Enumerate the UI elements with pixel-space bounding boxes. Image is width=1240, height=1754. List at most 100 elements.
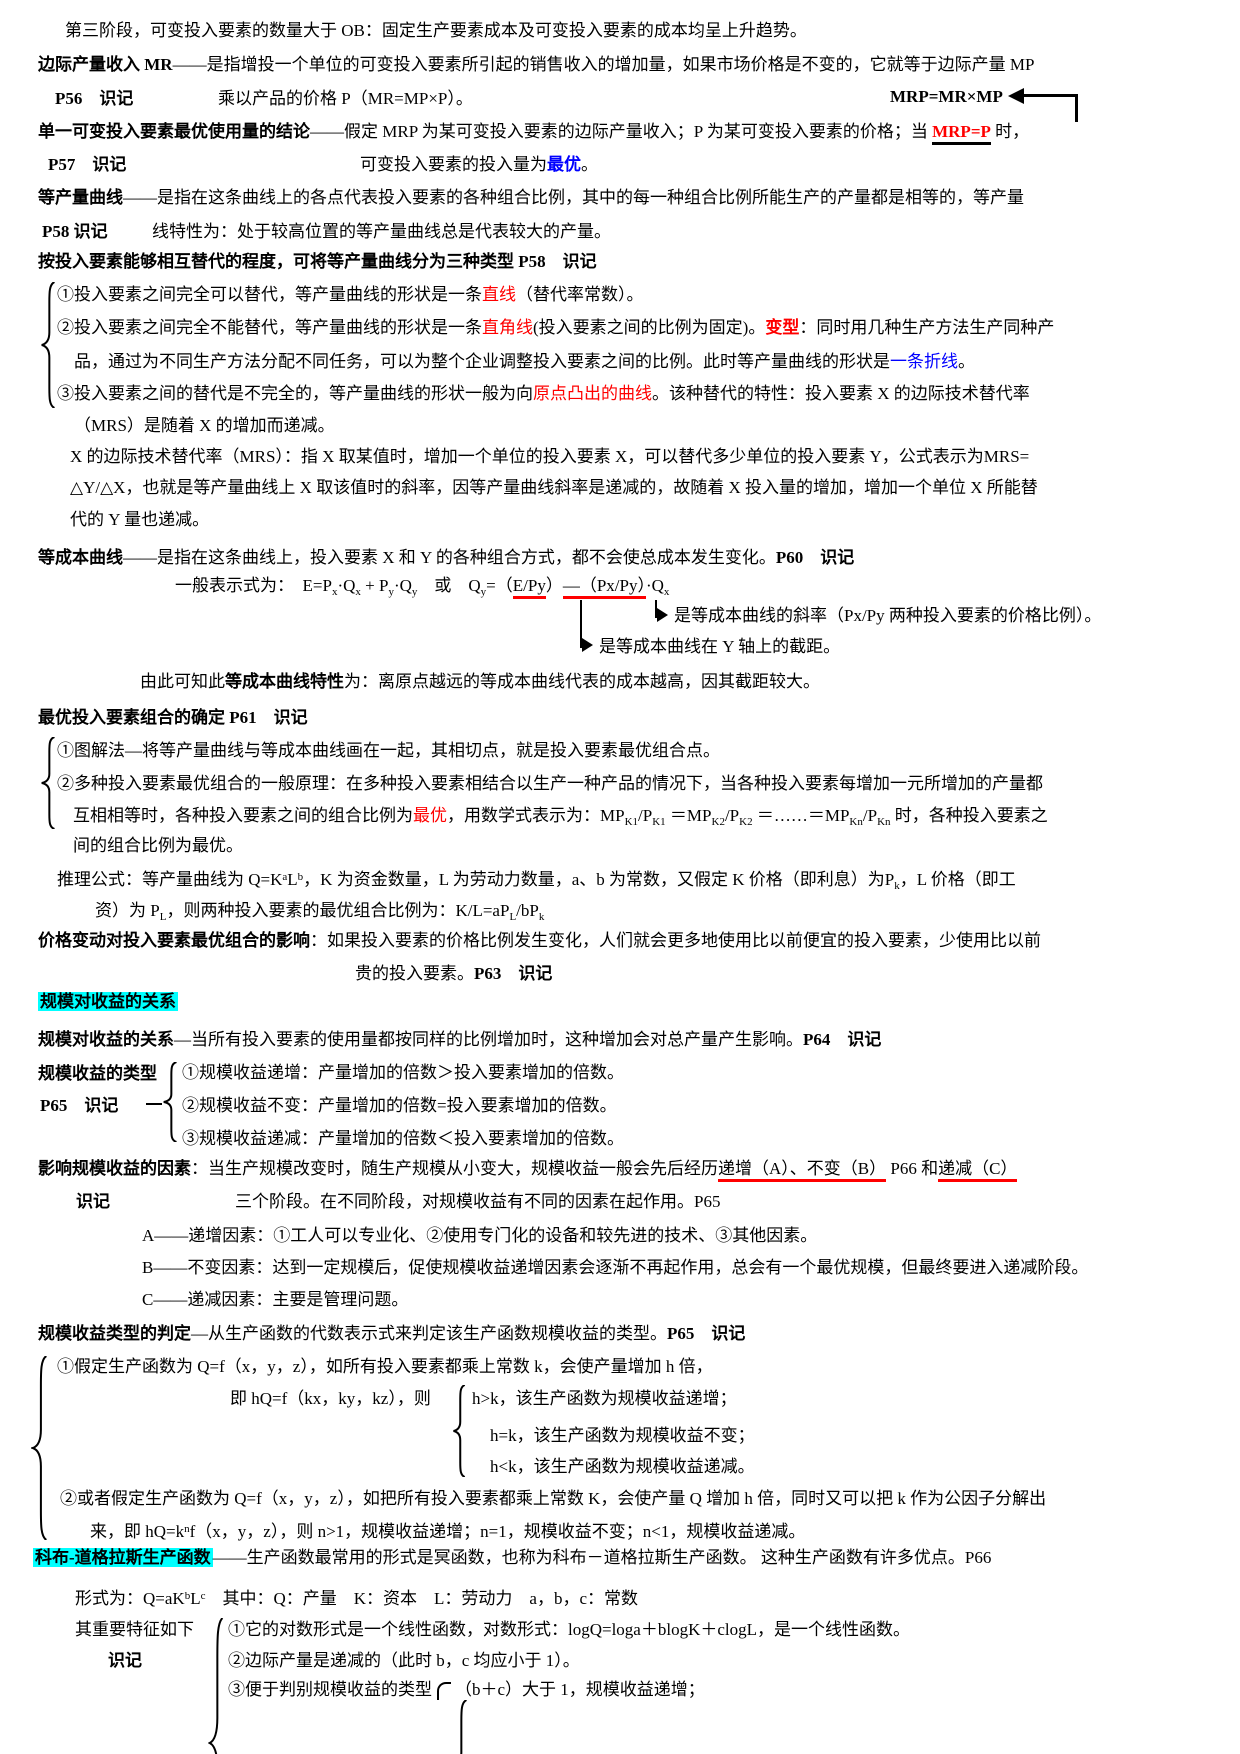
factors-body1: ：当生产规模改变时，随生产规模从小变大，规模收益一般会先后经历 xyxy=(191,1159,718,1178)
scale-types-ref: P65 识记 xyxy=(40,1094,118,1117)
line-single-opt: 单一可变投入要素最优使用量的结论——假定 MRP 为某可变投入要素的边际产量收入… xyxy=(38,120,1030,145)
sup-a: a xyxy=(282,871,288,883)
judge-2b-tail: f（x，y，z），则 n>1，规模收益递增；n=1，规模收益不变；n<1，规模收… xyxy=(189,1522,806,1541)
cobb-feature-label: 其重要特征如下 xyxy=(75,1618,194,1641)
single-body2: 可变投入要素的投入量为 xyxy=(360,155,547,174)
optimal-2b-mid: ，用数学式表示为：MP xyxy=(447,806,625,825)
sub-L: L xyxy=(509,911,517,923)
line-h-case1: h>k，该生产函数为规模收益递增； xyxy=(472,1387,737,1410)
h-less: h<k，该生产函数为规模收益递减。 xyxy=(490,1457,755,1476)
intercept-note: 是等成本曲线在 Y 轴上的截距。 xyxy=(599,637,841,656)
line-scale-factors: 影响规模收益的因素：当生产规模改变时，随生产规模从小变大，规模收益一般会先后经历… xyxy=(38,1157,1018,1182)
optimal-2b-pre: 互相相等时，各种投入要素之间的组合比例为 xyxy=(73,806,413,825)
line-scale-def: 规模对收益的关系—当所有投入要素的使用量都按同样的比例增加时，这种增加会对总产量… xyxy=(38,1028,881,1051)
types-header: 按投入要素能够相互替代的程度，可将等产量曲线分为三种类型 P58 识记 xyxy=(38,252,597,271)
line-mrs2: △Y/△X，也就是等产量曲线上 X 取该值时的斜率，因等产量曲线斜率是递减的，故… xyxy=(70,476,1038,499)
optimal-header: 最优投入要素组合的确定 P61 识记 xyxy=(38,708,308,727)
brace-types xyxy=(40,282,57,408)
sub-x: x xyxy=(663,586,670,598)
line-cobb-f1: ①它的对数形式是一个线性函数，对数形式：logQ=loga＋blogK＋clog… xyxy=(228,1618,910,1641)
sup-b: b xyxy=(297,871,304,883)
line-isocost-def: 等成本曲线——是指在这条曲线上，投入要素 X 和 Y 的各种组合方式，都不会使总… xyxy=(38,546,854,569)
h-greater: h>k，该生产函数为规模收益递增； xyxy=(472,1389,737,1408)
optimal-blue-text: 最优 xyxy=(547,155,581,174)
sub-y: y xyxy=(411,586,418,598)
mrp-body2: 乘以产品的价格 P（MR=MP×P）。 xyxy=(218,89,473,108)
sub-kn: Kn xyxy=(849,816,863,828)
line-factors-2: 三个阶段。在不同阶段，对规模收益有不同的因素在起作用。P65 xyxy=(235,1190,720,1213)
mrs-body1: X 的边际技术替代率（MRS）：指 X 取某值时，增加一个单位的投入要素 X，可… xyxy=(70,447,1030,466)
judge-ref: P65 识记 xyxy=(667,1324,746,1343)
type1-text: ①投入要素之间完全可以替代，等产量曲线的形状是一条 xyxy=(57,285,482,304)
sub-y: y xyxy=(388,586,394,598)
cobb-ref-text: 识记 xyxy=(108,1651,142,1670)
factors-ref: 识记 xyxy=(76,1190,110,1213)
factor-A: A——递增因素：①工人可以专业化、②使用专门化的设备和较先进的技术、③其他因素。 xyxy=(142,1226,818,1245)
type3-cont: （MRS）是随着 X 的增加而递减。 xyxy=(74,416,335,435)
sub-kn: Kn xyxy=(877,816,891,828)
line-isoquant-def: 等产量曲线——是指在这条曲线上的各点代表投入要素的各种组合比例，其中的每一种组合… xyxy=(38,186,1024,209)
mp-slash-p: /P xyxy=(862,806,878,825)
letter-L: L xyxy=(287,870,298,889)
decreasing-c-underlined: 递减（C） xyxy=(938,1159,1018,1182)
type1-tail: （替代率常数）。 xyxy=(516,285,644,304)
line-type3a: ③投入要素之间的替代是不完全的，等产量曲线的形状一般为向原点凸出的曲线。该种替代… xyxy=(57,382,1030,405)
sub-y: y xyxy=(480,586,487,598)
line-scale-heading: 规模对收益的关系 xyxy=(38,990,178,1013)
line-mrs1: X 的边际技术替代率（MRS）：指 X 取某值时，增加一个单位的投入要素 X，可… xyxy=(70,445,1029,468)
intercept-arrow-head xyxy=(582,638,593,652)
line-optimal-header: 最优投入要素组合的确定 P61 识记 xyxy=(38,706,308,729)
concl-pre: 由此可知此 xyxy=(140,672,225,691)
sub-k1: K1 xyxy=(652,816,666,828)
right-angle-red: 直角线 xyxy=(482,318,533,337)
mp-slash-p: /P xyxy=(638,806,653,825)
deriv2-pre: 资）为 P xyxy=(95,901,160,920)
cyan-highlight-cobb-douglas: 科布-道格拉斯生产函数 xyxy=(33,1548,213,1567)
single-page-ref: P57 识记 xyxy=(48,153,126,176)
isocost-body1: ——是指在这条曲线上，投入要素 X 和 Y 的各种组合方式，都不会使总成本发生变… xyxy=(123,548,776,567)
type2-mid: (投入要素之间的比例为固定)。 xyxy=(533,318,766,337)
line-judge-2a: ②或者假定生产函数为 Q=f（x，y，z），如把所有投入要素都乘上常数 K，会使… xyxy=(60,1487,1046,1510)
isoquant-body2: 线特性为：处于较高位置的等产量曲线总是代表较大的产量。 xyxy=(152,222,611,241)
line-stage3: 第三阶段，可变投入要素的数量大于 OB：固定生产要素成本及可变投入要素的成本均呈… xyxy=(65,19,807,42)
factors-body2: 三个阶段。在不同阶段，对规模收益有不同的因素在起作用。P65 xyxy=(235,1192,721,1211)
optimal-red-text: 最优 xyxy=(413,806,447,825)
slope-arrow-vline xyxy=(655,600,657,618)
single-title: 单一可变投入要素最优使用量的结论 xyxy=(38,122,310,141)
brace-bc-cases xyxy=(452,1700,469,1754)
optimal-2c: 间的组合比例为最优。 xyxy=(73,836,243,855)
concl-post: 为：离原点越远的等成本曲线代表的成本越高，因其截距较大。 xyxy=(344,672,820,691)
formula-f6: ） xyxy=(545,576,563,595)
cobb-ref: 识记 xyxy=(108,1649,142,1672)
mp-eq-dots: ＝……＝MP xyxy=(752,806,850,825)
formula-pre: 一般表示式为： E=P xyxy=(175,576,332,595)
straight-line-red: 直线 xyxy=(482,285,516,304)
line-judge-1a: ①假定生产函数为 Q=f（x，y，z），如所有投入要素都乘上常数 k，会使产量增… xyxy=(57,1355,713,1378)
scale-types-title: 规模收益的类型 xyxy=(38,1062,157,1085)
h-equal: h=k，该生产函数为规模收益不变； xyxy=(490,1426,755,1445)
cobb-feature2: ②边际产量是递减的（此时 b，c 均应小于 1）。 xyxy=(228,1651,580,1670)
isocost-title: 等成本曲线 xyxy=(38,548,123,567)
line-optimal-2c: 间的组合比例为最优。 xyxy=(73,834,243,857)
mrp-page-ref: P56 识记 xyxy=(55,87,133,110)
type2-tail: ：同时用几种生产方法生产同种产 xyxy=(799,318,1055,337)
brace-connector-line xyxy=(146,1103,162,1105)
sub-k1: K1 xyxy=(624,816,639,828)
line-type1: ①投入要素之间完全可以替代，等产量曲线的形状是一条直线（替代率常数）。 xyxy=(57,283,644,306)
sub-k: k xyxy=(894,880,900,892)
judge-item1b: 即 hQ=f（kx，ky，kz），则 xyxy=(230,1389,431,1408)
line-cobb-f3b: （b＋c）大于 1，规模收益递增； xyxy=(455,1678,705,1701)
type3-tail: 。该种替代的特性：投入要素 X 的边际技术替代率 xyxy=(652,384,1030,403)
cobb-feature1: ①它的对数形式是一个线性函数，对数形式：logQ=loga＋blogK＋clog… xyxy=(228,1620,911,1639)
optimal-2b-tail: 时，各种投入要素之 xyxy=(890,806,1048,825)
line-cobb-form: 形式为：Q=aKbLc 其中：Q：产量 K：资本 L：劳动力 a，b，c：常数 xyxy=(75,1585,638,1610)
sup-c: c xyxy=(200,1590,206,1602)
single-tail: 时， xyxy=(990,122,1030,141)
mrp-formula: MRP=MR×MP xyxy=(890,87,1003,106)
brace-optimal xyxy=(40,737,57,829)
line-slope-note: 是等成本曲线的斜率（Px/Py 两种投入要素的价格比例）。 xyxy=(674,604,1101,627)
line-h-case2: h=k，该生产函数为规模收益不变； xyxy=(490,1424,755,1447)
factors-mid: P66 和 xyxy=(886,1159,939,1178)
optimal-item2: ②多种投入要素最优组合的一般原理：在多种投入要素相结合以生产一种产品的情况下，当… xyxy=(57,774,1043,793)
